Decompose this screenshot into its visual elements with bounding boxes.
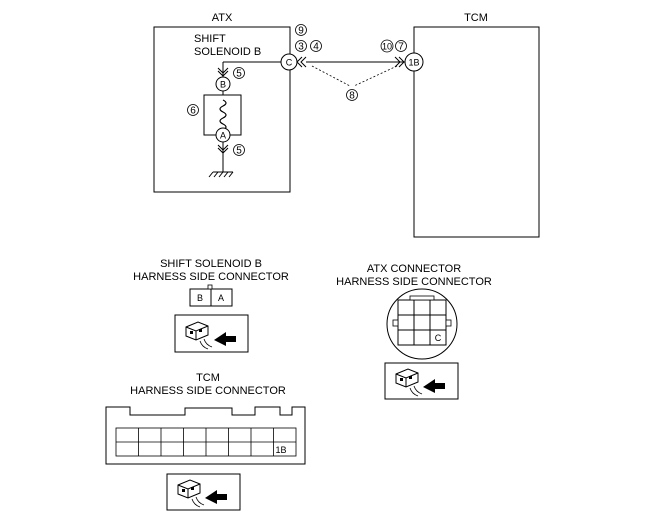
svg-text:8: 8 xyxy=(349,91,355,102)
arrow-icon xyxy=(214,332,236,346)
terminal-a: A xyxy=(215,127,231,143)
arrow-icon xyxy=(205,490,227,504)
svg-text:C: C xyxy=(286,58,293,68)
harness-connector-icon xyxy=(166,473,241,511)
solenoid-label-line2: SOLENOID B xyxy=(194,46,261,58)
atx-cell-c: C xyxy=(435,333,442,343)
atx-title: ATX xyxy=(212,12,233,24)
callout-9: 9 xyxy=(295,24,307,37)
atx-connector-face: C xyxy=(386,288,458,360)
chevron-marks-c xyxy=(296,56,307,68)
terminal-b: B xyxy=(215,76,231,92)
svg-text:3: 3 xyxy=(298,42,304,53)
atx-box: ATX xyxy=(153,12,291,193)
solenoid-cell-b: B xyxy=(197,293,203,303)
callout-3: 3 xyxy=(295,40,307,53)
tcm-title: TCM xyxy=(464,12,488,24)
callout-7: 7 xyxy=(395,40,407,53)
svg-text:7: 7 xyxy=(398,42,404,53)
terminal-c: C xyxy=(280,53,298,71)
solenoid-connector-face: B A xyxy=(189,284,233,307)
tcm-cell-1b: 1B xyxy=(275,445,286,455)
solenoid-cell-a: A xyxy=(218,293,224,303)
solenoid-connector-title-2: HARNESS SIDE CONNECTOR xyxy=(133,271,289,283)
harness-connector-icon xyxy=(384,362,459,400)
tcm-connector-title-2: HARNESS SIDE CONNECTOR xyxy=(130,385,286,397)
svg-text:A: A xyxy=(220,131,226,141)
atx-connector-title-1: ATX CONNECTOR xyxy=(367,263,461,275)
ground-icon xyxy=(208,171,234,178)
solenoid-label-line1: SHIFT xyxy=(194,33,226,45)
svg-text:9: 9 xyxy=(298,26,304,37)
terminal-1b: 1B xyxy=(404,52,424,72)
svg-text:10: 10 xyxy=(382,42,392,52)
tcm-connector-face: 1B xyxy=(105,406,306,465)
svg-text:1B: 1B xyxy=(408,58,419,68)
coil-icon xyxy=(219,99,227,131)
callout-5-top: 5 xyxy=(233,67,245,80)
callout-5-bottom: 5 xyxy=(233,144,245,157)
svg-text:5: 5 xyxy=(236,146,242,157)
callout-10: 10 xyxy=(380,39,394,53)
callout-8: 8 xyxy=(346,89,358,102)
svg-text:6: 6 xyxy=(190,106,196,117)
tcm-connector-title-1: TCM xyxy=(196,372,220,384)
callout-6: 6 xyxy=(187,104,199,117)
solenoid-connector-title-1: SHIFT SOLENOID B xyxy=(160,258,262,270)
svg-text:B: B xyxy=(220,80,226,90)
chevron-marks-solenoid xyxy=(217,67,229,154)
atx-connector-title-2: HARNESS SIDE CONNECTOR xyxy=(336,276,492,288)
svg-text:4: 4 xyxy=(313,42,319,53)
harness-connector-icon xyxy=(174,314,249,353)
tcm-box: TCM xyxy=(413,12,540,238)
chevron-marks-1b xyxy=(394,56,405,68)
svg-text:5: 5 xyxy=(236,69,242,80)
callout-8-leaders xyxy=(311,65,398,87)
arrow-icon xyxy=(423,379,445,393)
solenoid-circuit xyxy=(203,61,281,172)
callout-4: 4 xyxy=(310,40,322,53)
